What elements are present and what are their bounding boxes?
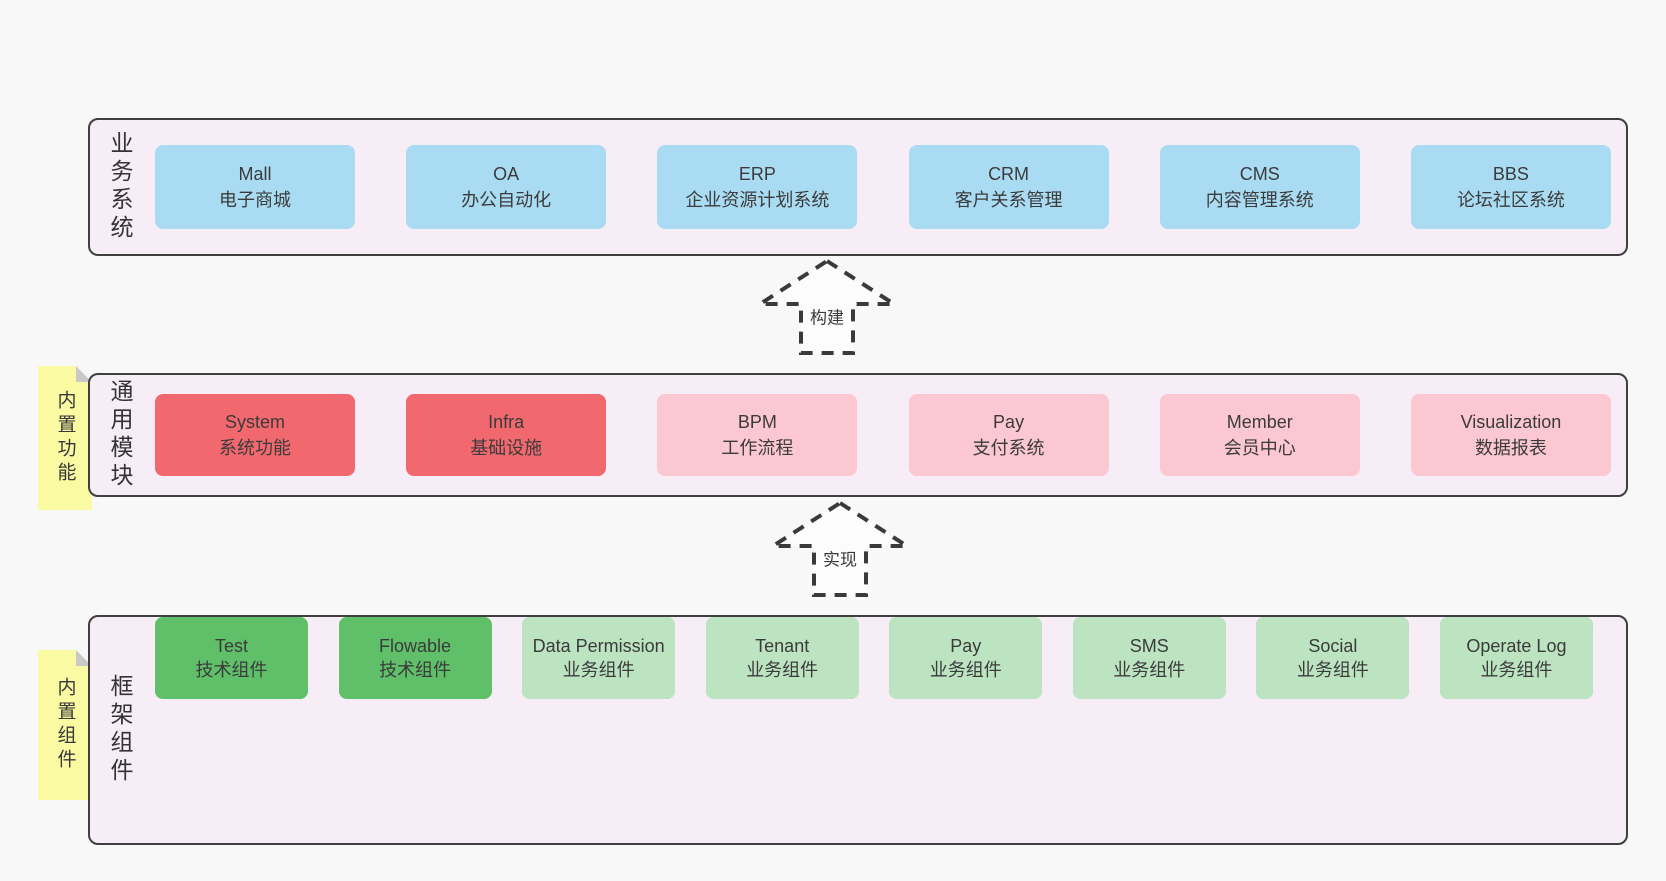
box-desc: 客户关系管理 [954, 190, 1063, 210]
box-name: Social [1308, 636, 1358, 656]
box-name: Visualization [1460, 412, 1562, 432]
box-name: OA [493, 164, 520, 184]
arrow-up-implement: 实现 [770, 500, 910, 598]
box-name: Pay [950, 636, 982, 656]
box-system: System 系统功能 [155, 394, 355, 476]
box-name: Mall [238, 164, 272, 184]
section-title-framework-components: 框架组件 [107, 674, 133, 786]
box-sms: SMS 业务组件 [1072, 617, 1226, 699]
box-desc: 技术组件 [379, 660, 452, 680]
box-desc: 业务组件 [1296, 660, 1369, 680]
box-social: Social 业务组件 [1256, 617, 1410, 699]
sticky-note-label: 内置功能 [54, 390, 76, 486]
sticky-note-builtin-components: 内置组件 [38, 650, 92, 800]
box-desc: 电子商城 [219, 190, 291, 210]
box-oa: OA 办公自动化 [406, 145, 607, 229]
box-bpm: BPM 工作流程 [657, 394, 858, 476]
box-desc: 业务组件 [1113, 660, 1186, 680]
framework-box-row-2: Test 技术组件 Flowable 技术组件 Data Permission … [155, 617, 1593, 699]
box-crm: CRM 客户关系管理 [908, 145, 1109, 229]
box-member: Member 会员中心 [1159, 394, 1360, 476]
box-desc: 企业资源计划系统 [685, 190, 830, 210]
box-name: Test [214, 636, 248, 656]
box-name: BPM [737, 412, 777, 432]
box-name: Data Permission [532, 636, 665, 656]
arrow-up-build: 构建 [757, 258, 897, 356]
box-desc: 业务组件 [929, 660, 1002, 680]
box-name: Tenant [755, 636, 810, 656]
box-mall: Mall 电子商城 [155, 145, 355, 229]
section-title-business-systems: 业务系统 [107, 131, 133, 243]
box-name: BBS [1492, 164, 1529, 184]
box-test: Test 技术组件 [155, 617, 308, 699]
box-flowable: Flowable 技术组件 [338, 617, 492, 699]
panel-business-systems: 业务系统 Mall 电子商城 OA 办公自动化 ERP 企业资源计划系统 CRM… [88, 118, 1628, 256]
box-name: System [224, 412, 285, 432]
box-desc: 系统功能 [219, 438, 291, 458]
box-name: Pay [993, 412, 1025, 432]
box-name: SMS [1129, 636, 1169, 656]
box-name: Member [1226, 412, 1293, 432]
box-desc: 工作流程 [721, 438, 794, 458]
box-name: Infra [488, 412, 525, 432]
arrow-label-implement: 实现 [820, 544, 860, 572]
arrow-label-build: 构建 [807, 302, 847, 330]
box-desc: 支付系统 [972, 438, 1045, 458]
box-desc: 内容管理系统 [1205, 190, 1314, 210]
box-desc: 业务组件 [562, 660, 635, 680]
box-erp: ERP 企业资源计划系统 [657, 145, 858, 229]
panel-common-modules: 通用模块 System 系统功能 Infra 基础设施 BPM 工作流程 Pay… [88, 373, 1628, 497]
box-desc: 会员中心 [1223, 438, 1296, 458]
box-desc: 业务组件 [746, 660, 819, 680]
box-desc: 业务组件 [1480, 660, 1553, 680]
box-name: Operate Log [1466, 636, 1567, 656]
box-tenant: Tenant 业务组件 [705, 617, 859, 699]
box-pay-module: Pay 支付系统 [908, 394, 1109, 476]
box-name: CMS [1239, 164, 1280, 184]
sticky-note-label: 内置组件 [54, 677, 76, 773]
box-infra: Infra 基础设施 [406, 394, 607, 476]
box-cms: CMS 内容管理系统 [1159, 145, 1360, 229]
box-desc: 论坛社区系统 [1456, 190, 1565, 210]
box-operate-log: Operate Log 业务组件 [1439, 617, 1593, 699]
sticky-note-builtin-features: 内置功能 [38, 366, 92, 510]
box-bbs: BBS 论坛社区系统 [1410, 145, 1611, 229]
business-box-row: Mall 电子商城 OA 办公自动化 ERP 企业资源计划系统 CRM 客户关系… [155, 145, 1611, 229]
panel-framework-components: 框架组件 Web 技术组件 Security 技术组件 MyBatis 技术组件… [88, 615, 1628, 845]
modules-box-row: System 系统功能 Infra 基础设施 BPM 工作流程 Pay 支付系统… [155, 394, 1611, 476]
box-pay-component: Pay 业务组件 [889, 617, 1043, 699]
box-data-permission: Data Permission 业务组件 [522, 617, 676, 699]
box-name: ERP [738, 164, 776, 184]
box-visualization: Visualization 数据报表 [1410, 394, 1611, 476]
box-desc: 数据报表 [1474, 438, 1547, 458]
section-title-common-modules: 通用模块 [107, 379, 133, 491]
box-desc: 技术组件 [195, 660, 268, 680]
box-desc: 办公自动化 [461, 190, 552, 210]
box-name: CRM [988, 164, 1030, 184]
box-desc: 基础设施 [470, 438, 543, 458]
box-name: Flowable [379, 636, 452, 656]
